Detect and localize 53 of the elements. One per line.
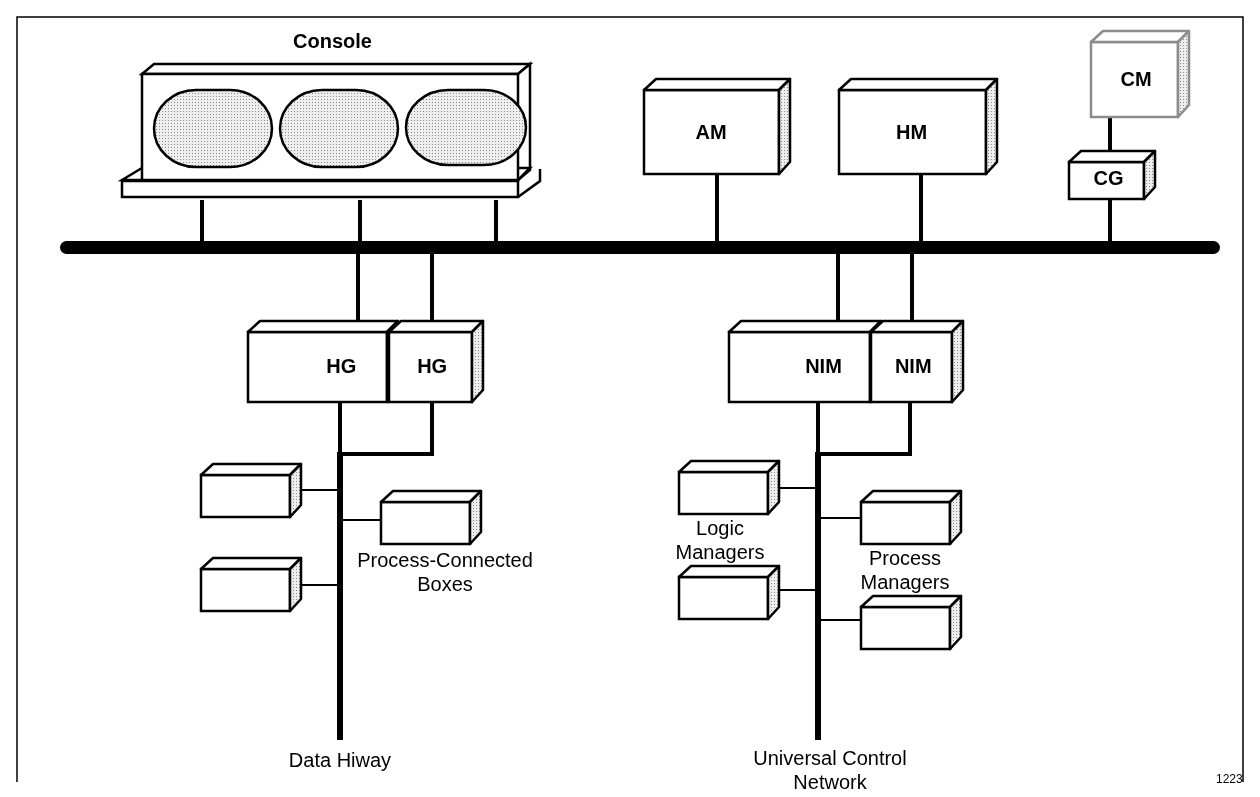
module-box xyxy=(728,320,882,403)
node-label: CG xyxy=(1093,167,1124,189)
connector-line xyxy=(301,584,338,586)
connector-line xyxy=(779,487,816,489)
connector-line xyxy=(343,403,434,456)
node-label: HM xyxy=(896,121,928,144)
connector-line xyxy=(494,200,498,241)
connector-line xyxy=(1108,200,1112,241)
connector-line xyxy=(910,254,914,320)
module-box xyxy=(643,78,791,175)
console-title: Console xyxy=(293,30,372,52)
connector-line xyxy=(342,519,381,521)
group-label: Logic Managers xyxy=(674,516,766,564)
device-box xyxy=(860,595,962,650)
device-box xyxy=(200,557,302,612)
node-label: HG xyxy=(326,354,357,377)
network-bus xyxy=(60,241,1220,254)
group-label: Process Managers xyxy=(859,546,951,594)
connector-line xyxy=(338,403,342,452)
module-box xyxy=(870,320,964,403)
connector-line xyxy=(430,254,434,320)
device-box xyxy=(200,463,302,518)
group-label: Process-Connected Boxes xyxy=(356,548,534,596)
connector-line xyxy=(200,200,204,241)
device-box xyxy=(678,565,780,620)
module-box xyxy=(1068,150,1156,200)
connector-line xyxy=(301,489,338,491)
module-box xyxy=(1090,30,1190,118)
figure-number: 1223 xyxy=(1216,772,1244,786)
device-box xyxy=(678,460,780,515)
connector-line xyxy=(358,200,362,241)
module-box xyxy=(247,320,399,403)
node-label: NIM xyxy=(805,354,842,377)
module-box xyxy=(388,320,484,403)
connector-line xyxy=(779,589,816,591)
node-label: HG xyxy=(417,355,448,378)
connector-line xyxy=(919,175,923,241)
node-label: NIM xyxy=(894,355,932,378)
node-label: CM xyxy=(1120,68,1152,91)
connector-line xyxy=(816,403,820,452)
connector-line xyxy=(356,254,360,320)
device-box xyxy=(380,490,482,545)
connector-line xyxy=(820,517,861,519)
connector-line xyxy=(820,619,861,621)
module-box xyxy=(838,78,998,175)
network-label: Universal Control Network xyxy=(752,746,908,794)
connector-line xyxy=(836,254,840,320)
connector-line xyxy=(821,403,912,456)
connector-line xyxy=(1108,118,1112,150)
connector-line xyxy=(715,175,719,241)
node-label: AM xyxy=(695,121,727,144)
network-label: Data Hiway xyxy=(287,748,393,772)
device-box xyxy=(860,490,962,545)
